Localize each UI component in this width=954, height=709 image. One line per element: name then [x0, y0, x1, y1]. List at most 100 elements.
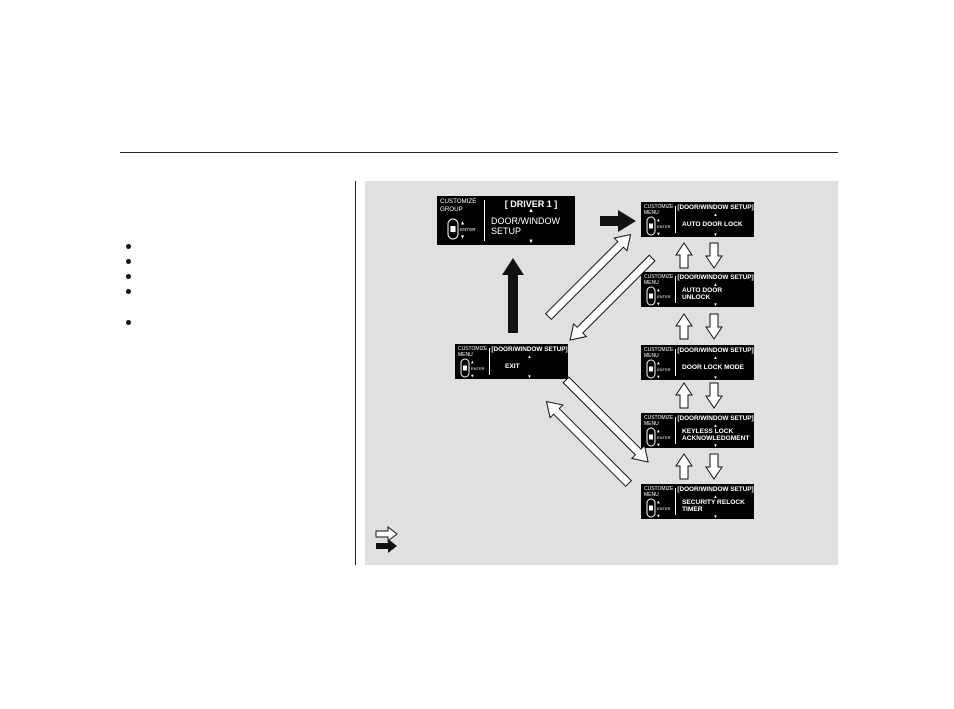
- screen-separator: [675, 349, 676, 376]
- screen-side: CUSTOMIZE MENU ▲ ▼ ENTER: [455, 344, 487, 379]
- hollow-arrow-up-icon: [675, 453, 693, 480]
- enter-label: ENTER: [471, 366, 485, 371]
- screen-header: [ DRIVER 1 ]: [504, 199, 558, 209]
- scroll-up-icon: ▲: [527, 354, 532, 359]
- screen-header: [DOOR/WINDOW SETUP]: [677, 274, 754, 281]
- screen-side: CUSTOMIZE MENU ▲ ▼ ENTER: [641, 345, 673, 380]
- hollow-arrow-down-icon: [705, 313, 723, 340]
- hollow-arrow-down-icon: [705, 453, 723, 480]
- keyless-lock-screen: CUSTOMIZE MENU ▲ ▼ ENTER [DOOR/WINDOW SE…: [641, 413, 754, 448]
- bullet: [126, 289, 131, 294]
- auto-door-lock-screen: CUSTOMIZE MENU ▲ ▼ ENTER [DOOR/WINDOW SE…: [641, 202, 754, 237]
- hollow-arrow-up-icon: [675, 382, 693, 409]
- svg-text:▼: ▼: [471, 374, 474, 378]
- screen-side: CUSTOMIZE MENU ▲ ▼ ENTER: [641, 202, 673, 237]
- enter-label: ENTER: [657, 435, 671, 440]
- menu-item-label: DOOR/WINDOW SETUP: [491, 216, 560, 236]
- scroll-up-icon: ▲: [713, 212, 718, 217]
- hollow-arrow-diagonal-up-icon: [545, 400, 633, 488]
- scroll-down-icon: ▼: [713, 232, 718, 237]
- group-label: CUSTOMIZE MENU: [644, 204, 674, 216]
- scroll-down-icon: ▼: [713, 443, 718, 448]
- screen-side: CUSTOMIZE MENU ▲ ▼ ENTER: [641, 413, 673, 448]
- svg-text:▼: ▼: [461, 234, 465, 239]
- scroll-up-icon: ▲: [713, 355, 718, 360]
- screen-separator: [489, 348, 490, 375]
- scroll-down-icon: ▼: [528, 239, 534, 245]
- hollow-arrow-diagonal-down-icon: [569, 254, 656, 341]
- column-divider: [355, 181, 356, 565]
- selector-knob-icon: ▲ ▼ ENTER: [646, 216, 671, 236]
- legend-solid-arrow-icon: [376, 539, 397, 553]
- svg-text:▼: ▼: [657, 375, 660, 379]
- scroll-up-icon: ▲: [713, 494, 718, 499]
- screen-header: [DOOR/WINDOW SETUP]: [677, 415, 754, 422]
- group-label: CUSTOMIZE MENU: [644, 486, 674, 498]
- svg-text:▲: ▲: [657, 429, 660, 433]
- svg-text:▲: ▲: [471, 360, 474, 364]
- menu-item-label: EXIT: [505, 363, 520, 370]
- hollow-arrow-diagonal-up-icon: [544, 233, 632, 321]
- group-label: CUSTOMIZE MENU: [644, 274, 674, 286]
- menu-item-label: AUTO DOOR LOCK: [682, 221, 743, 228]
- screen-side: CUSTOMIZE MENU ▲ ▼ ENTER: [641, 484, 673, 519]
- group-label: CUSTOMIZE MENU: [644, 347, 674, 359]
- svg-text:▼: ▼: [657, 443, 660, 447]
- header-rule: [120, 152, 838, 153]
- svg-text:▼: ▼: [657, 232, 660, 236]
- group-label: CUSTOMIZE MENU: [644, 415, 674, 427]
- selector-knob-icon: ▲ ▼ ENTER: [646, 427, 671, 447]
- svg-text:▲: ▲: [657, 361, 660, 365]
- screen-header: [DOOR/WINDOW SETUP]: [491, 346, 568, 353]
- solid-arrow-right-icon: [600, 210, 636, 232]
- enter-label: ENTER: [657, 506, 671, 511]
- selector-knob-icon: ▲ ▼ ENTER: [447, 218, 476, 240]
- svg-text:▲: ▲: [657, 288, 660, 292]
- group-label: CUSTOMIZE MENU: [458, 346, 488, 358]
- screen-separator: [675, 276, 676, 303]
- menu-item-label: AUTO DOOR UNLOCK: [682, 287, 723, 302]
- legend-hollow-arrow-icon: [375, 525, 398, 543]
- svg-text:▼: ▼: [657, 514, 660, 518]
- screen-separator: [675, 417, 676, 444]
- scroll-down-icon: ▼: [713, 514, 718, 519]
- security-relock-screen: CUSTOMIZE MENU ▲ ▼ ENTER [DOOR/WINDOW SE…: [641, 484, 754, 519]
- screen-separator: [675, 206, 676, 233]
- enter-label: ENTER: [657, 294, 671, 299]
- svg-text:▲: ▲: [657, 500, 660, 504]
- door-lock-mode-screen: CUSTOMIZE MENU ▲ ▼ ENTER [DOOR/WINDOW SE…: [641, 345, 754, 380]
- enter-label: ENTER: [657, 224, 671, 229]
- bullet: [126, 259, 131, 264]
- svg-text:▲: ▲: [461, 220, 465, 225]
- driver-group-screen: CUSTOMIZE GROUP ▲ ▼ ENTER [ DRIVER 1 ] ▲…: [437, 196, 575, 245]
- enter-label: ENTER: [460, 227, 476, 232]
- group-label: CUSTOMIZE GROUP: [440, 198, 477, 213]
- solid-arrow-up-icon: [502, 258, 524, 333]
- exit-screen: CUSTOMIZE MENU ▲ ▼ ENTER [DOOR/WINDOW SE…: [455, 344, 568, 379]
- scroll-up-icon: ▲: [713, 423, 718, 428]
- scroll-down-icon: ▼: [527, 374, 532, 379]
- bullet: [126, 244, 131, 249]
- bullet: [126, 320, 131, 325]
- auto-door-unlock-screen: CUSTOMIZE MENU ▲ ▼ ENTER [DOOR/WINDOW SE…: [641, 272, 754, 307]
- hollow-arrow-down-icon: [705, 382, 723, 409]
- enter-label: ENTER: [657, 367, 671, 372]
- scroll-up-icon: ▲: [713, 282, 718, 287]
- screen-header: [DOOR/WINDOW SETUP]: [677, 486, 754, 493]
- screen-side: CUSTOMIZE MENU ▲ ▼ ENTER: [641, 272, 673, 307]
- hollow-arrow-down-icon: [705, 242, 723, 269]
- menu-item-label: KEYLESS LOCK ACKNOWLEDGMENT: [682, 428, 750, 443]
- scroll-down-icon: ▼: [713, 302, 718, 307]
- selector-knob-icon: ▲ ▼ ENTER: [646, 498, 671, 518]
- menu-item-label: SECURITY RELOCK TIMER: [682, 499, 745, 514]
- screen-header: [DOOR/WINDOW SETUP]: [677, 204, 754, 211]
- selector-knob-icon: ▲ ▼ ENTER: [646, 359, 671, 379]
- screen-separator: [675, 488, 676, 515]
- diagram-panel: [365, 181, 838, 565]
- svg-text:▲: ▲: [657, 218, 660, 222]
- svg-text:▼: ▼: [657, 302, 660, 306]
- hollow-arrow-diagonal-down-icon: [562, 376, 649, 463]
- hollow-arrow-up-icon: [675, 313, 693, 340]
- selector-knob-icon: ▲ ▼ ENTER: [460, 358, 485, 378]
